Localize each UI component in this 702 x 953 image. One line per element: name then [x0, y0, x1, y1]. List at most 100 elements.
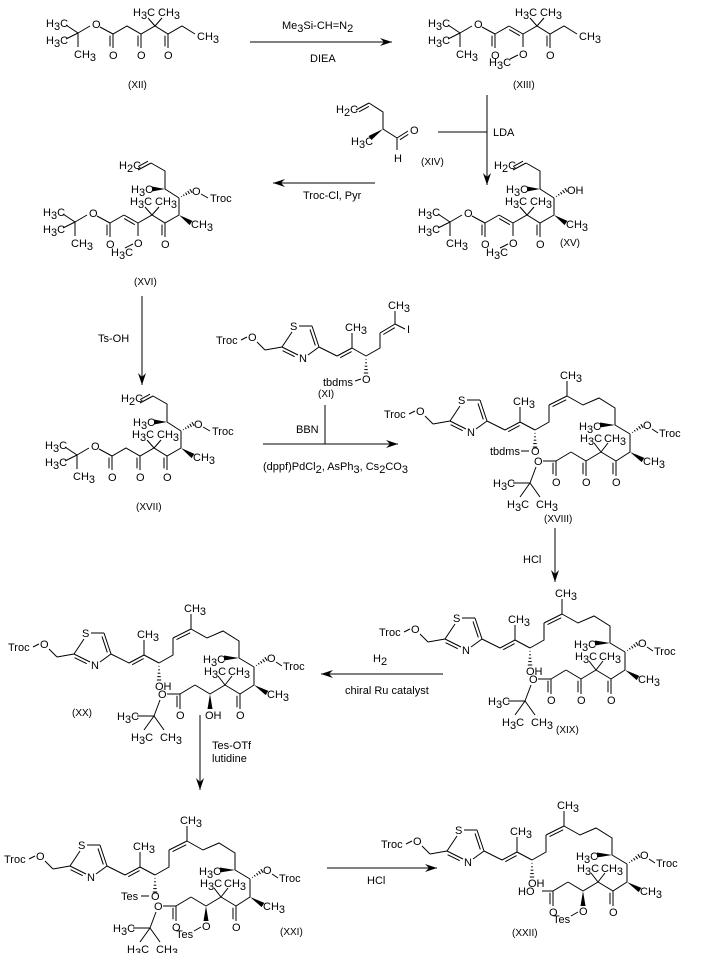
double-bond-inner — [504, 855, 517, 863]
bond — [175, 896, 192, 907]
atom-label: O — [536, 239, 545, 251]
bond — [609, 642, 626, 653]
bond — [472, 850, 485, 860]
bond — [600, 451, 617, 462]
arrowhead — [196, 778, 204, 790]
atom-label: CH3 — [133, 841, 155, 856]
double-bond — [137, 162, 152, 171]
atom-label: H3C — [351, 136, 373, 151]
double-bond-inner — [139, 393, 151, 400]
wedge-bond — [181, 448, 195, 459]
bond — [147, 17, 156, 27]
atom-label: CH3 — [599, 651, 621, 666]
bond — [48, 648, 58, 658]
thiazole-double — [474, 617, 483, 640]
hash-bond — [628, 647, 631, 650]
bond — [580, 669, 597, 680]
atom-label: CH3 — [158, 7, 180, 22]
atom-label: H3C — [502, 717, 524, 732]
bond — [44, 860, 54, 870]
bond — [470, 638, 483, 648]
compound-label-XIII: (XIII) — [513, 80, 535, 91]
tbdms-group: tbdms — [490, 446, 520, 458]
atom-label: O — [202, 921, 211, 933]
bond — [220, 896, 237, 907]
atom-label: H3C — [117, 711, 139, 726]
bond — [484, 214, 500, 224]
arrowhead — [321, 670, 333, 678]
double-bond-inner — [508, 29, 521, 37]
compound-label-XVIII: (XVIII) — [544, 514, 572, 525]
hash-bond-oh — [560, 191, 563, 195]
atom-label: CH3 — [157, 429, 179, 444]
bond — [394, 323, 406, 330]
atom-label: H3C — [203, 654, 225, 669]
thiazole-sulfur: S — [290, 321, 297, 333]
troc-group: Troc — [4, 854, 26, 866]
thiazole-sulfur: S — [455, 825, 462, 837]
chain — [186, 840, 236, 870]
methyl-label: CH3 — [71, 238, 93, 253]
atom-label: O — [582, 477, 591, 489]
reagent-hcl-1: HCl — [523, 554, 541, 566]
bond — [536, 17, 545, 27]
bond — [565, 669, 582, 680]
double-bond-inner — [383, 327, 396, 335]
bond — [499, 243, 509, 249]
ester-oxygen: O — [534, 456, 543, 468]
bond — [149, 911, 157, 929]
atom-label: H3C — [507, 499, 529, 514]
chain — [190, 628, 240, 658]
methyl-label: H3C — [428, 18, 450, 33]
bond — [550, 669, 567, 680]
atom-label: CH3 — [263, 901, 285, 916]
hydroxyl: OH — [567, 185, 584, 197]
bond — [419, 633, 429, 643]
atom-label: O — [547, 695, 556, 707]
hydroxyl: OH — [528, 878, 545, 890]
double-bond-inner — [309, 329, 316, 346]
ester-oxygen: O — [464, 208, 473, 220]
bond — [194, 684, 211, 695]
atom-label: O — [552, 477, 561, 489]
compound-label-XII: (XII) — [128, 80, 147, 91]
double-bond-inner — [472, 621, 479, 638]
reagent-tmsdiazomethane: Me3Si-CH=N2 — [282, 20, 353, 35]
bond — [447, 32, 461, 40]
bond — [648, 858, 656, 864]
bond — [256, 341, 266, 351]
hash-bond — [253, 874, 256, 877]
tes-group: Tes — [121, 891, 139, 903]
bond — [427, 638, 446, 643]
ether-oxygen: O — [36, 851, 45, 863]
enol-double-bond — [508, 25, 524, 35]
double-bond-inner — [172, 844, 187, 853]
atom-label: O — [151, 891, 160, 903]
atom-label: CH3 — [191, 219, 213, 234]
bond — [524, 700, 536, 716]
ester-oxygen: O — [529, 674, 538, 686]
atom-label: CH3 — [643, 456, 665, 471]
thiazole-double — [444, 638, 462, 648]
methyl-label: H3C — [45, 440, 67, 455]
atom-label: CH3 — [193, 452, 215, 467]
bond — [612, 881, 628, 892]
compound-label-XV: (XV) — [560, 238, 580, 249]
compound-label-XIV: (XIV) — [421, 157, 444, 168]
ester-oxygen: O — [89, 208, 98, 220]
double-bond — [504, 421, 521, 431]
hydroxyl: OH — [205, 710, 222, 722]
atom-label: O — [236, 710, 245, 722]
atom-label: O — [108, 472, 117, 484]
methyl-label: CH3 — [456, 49, 478, 64]
chain — [525, 162, 541, 189]
bond — [519, 421, 536, 431]
double-bond-inner — [512, 160, 524, 167]
atom-label: O — [134, 238, 143, 250]
atom-label: O — [640, 850, 649, 862]
bond — [264, 346, 283, 351]
bond — [424, 415, 434, 425]
bond — [154, 17, 163, 27]
bond — [459, 25, 473, 34]
bond — [590, 872, 599, 883]
